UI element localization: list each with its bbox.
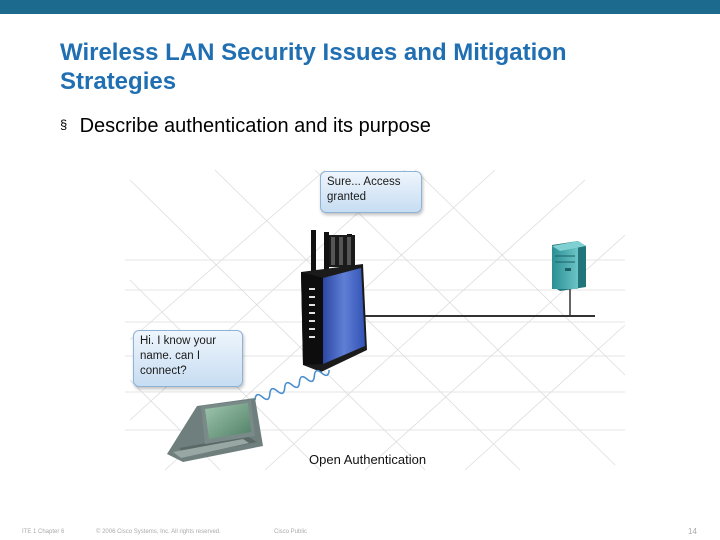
diagram-caption: Open Authentication (309, 452, 427, 467)
bullet-item: § Describe authentication and its purpos… (60, 115, 431, 138)
slide-title: Wireless LAN Security Issues and Mitigat… (60, 38, 680, 96)
laptop-bubble-line-2: name. can I (140, 350, 201, 362)
ethernet-link (357, 288, 595, 317)
laptop-speech-bubble: Hi. I know your name. can I connect? (133, 330, 243, 387)
top-banner (0, 0, 720, 14)
ap-bubble-line-2: granted (327, 191, 367, 203)
footer-classification: Cisco Public (274, 529, 308, 535)
laptop-icon (167, 398, 263, 462)
wireless-router-icon (301, 230, 367, 372)
bullet-text: Describe authentication and its purpose (79, 115, 431, 137)
access-point-speech-bubble: Sure... Access granted (320, 171, 422, 213)
footer-copyright: © 2006 Cisco Systems, Inc. All rights re… (96, 529, 221, 535)
laptop-bubble-line-1: Hi. I know your (140, 335, 217, 347)
server-icon (552, 241, 586, 291)
title-line-2: Strategies (60, 68, 177, 95)
title-line-1: Wireless LAN Security Issues and Mitigat… (60, 39, 567, 66)
ap-bubble-line-1: Sure... Access (327, 176, 401, 188)
wireless-signal-icon (254, 369, 330, 401)
diagram-canvas (125, 169, 626, 471)
laptop-bubble-line-3: connect? (140, 365, 187, 377)
open-authentication-diagram: Sure... Access granted Hi. I know your n… (125, 160, 626, 480)
bullet-icon: § (60, 117, 68, 132)
footer-chapter: ITE 1 Chapter 6 (22, 529, 65, 535)
page-number: 14 (688, 527, 697, 536)
